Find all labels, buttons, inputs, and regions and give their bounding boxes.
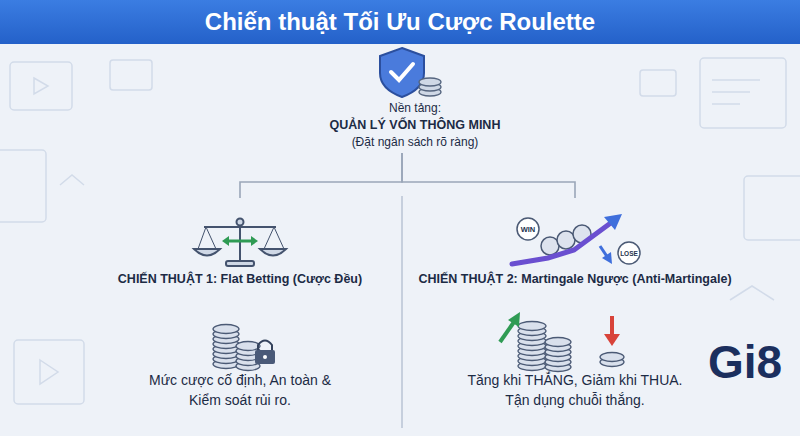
node-text: (Đặt ngân sách rõ ràng) (300, 134, 530, 150)
background-decor (700, 58, 786, 128)
background-decor (110, 60, 152, 90)
growth-chart-icon (512, 222, 612, 264)
shield-icon (380, 48, 441, 97)
background-decor (34, 78, 48, 94)
growth-chart-icon (512, 214, 640, 264)
tree-connector (240, 153, 402, 198)
node-text: QUẢN LÝ VỐN THÔNG MINH (300, 116, 530, 134)
scale-icon (251, 236, 258, 246)
scale-icon (274, 227, 284, 249)
background-decor (730, 286, 774, 300)
coin-stacks-up-down (545, 338, 571, 347)
lock-icon (258, 341, 272, 351)
coin-stacks-up-down (518, 322, 571, 372)
background-decor (14, 340, 84, 404)
watermark-logo: Gi8 (708, 335, 782, 389)
scale-icon (194, 249, 220, 256)
growth-chart-icon (602, 252, 612, 264)
tree-connector (402, 153, 575, 198)
scale-icon (260, 249, 286, 256)
coin-stack-lock (236, 342, 260, 351)
strategy-box: CHIẾN THUẬT 1: Flat Betting (Cược Đều) Mứ… (65, 198, 415, 410)
title-bar: Chiến thuật Tối Ưu Cược Roulette (0, 0, 800, 44)
background-decor (744, 176, 800, 240)
title-text: Chiến thuật Tối Ưu Cược Roulette (205, 8, 595, 36)
scale-icon (222, 236, 229, 246)
shield-icon (391, 64, 413, 80)
strategy-heading: CHIẾN THUẬT 2: Martingale Ngược (Anti-Ma… (405, 270, 745, 288)
chip-label: LOSE (620, 250, 638, 257)
background-decor (40, 360, 58, 384)
coin-stack-lock (213, 325, 260, 371)
background-decor (0, 150, 46, 222)
scale-icon (206, 227, 216, 249)
background-decor (0, 58, 800, 404)
lock-icon (255, 350, 275, 364)
chip-label: WIN (521, 225, 536, 234)
scale-icon (226, 240, 254, 243)
shield-icon (419, 78, 441, 96)
background-decor (640, 70, 676, 96)
background-decor (60, 175, 84, 185)
strategy-heading: CHIẾN THUẬT 1: Flat Betting (Cược Đều) (65, 270, 415, 288)
background-decor (10, 62, 72, 110)
lock-icon (255, 341, 275, 365)
win-loss-arrows (508, 312, 520, 327)
node-text: Nền tảng: (300, 100, 530, 116)
win-loss-arrows (604, 334, 620, 346)
foundation-box: Nền tảng:QUẢN LÝ VỐN THÔNG MINH(Đặt ngân… (300, 100, 530, 150)
scale-icon (198, 227, 206, 249)
coin-stacks-up-down (518, 322, 546, 331)
growth-chart-icon (604, 214, 622, 230)
win-loss-arrows (500, 312, 624, 367)
growth-chart-icon (517, 218, 539, 240)
scale-icon (264, 227, 274, 249)
scale-icon (237, 219, 244, 226)
win-loss-arrows (600, 353, 624, 362)
strategy-box: CHIẾN THUẬT 2: Martingale Ngược (Anti-Ma… (405, 198, 745, 410)
scale-icon (194, 219, 286, 267)
coin-stack-lock (213, 325, 239, 334)
node-text: Mức cược cố định, An toàn & Kiểm soát rủ… (140, 370, 340, 410)
growth-chart-icon (618, 242, 640, 264)
scale-icon (226, 261, 254, 266)
lock-icon (263, 355, 267, 359)
shield-icon (380, 48, 424, 97)
win-loss-arrows (500, 322, 514, 342)
win-loss-arrows (610, 316, 614, 336)
shield-icon (419, 78, 441, 86)
growth-chart-icon (517, 218, 640, 264)
divider-line (401, 196, 403, 428)
background-decor (712, 80, 760, 104)
node-text: Tăng khi THẮNG, Giảm khi THUA. Tận dụng … (455, 370, 695, 410)
